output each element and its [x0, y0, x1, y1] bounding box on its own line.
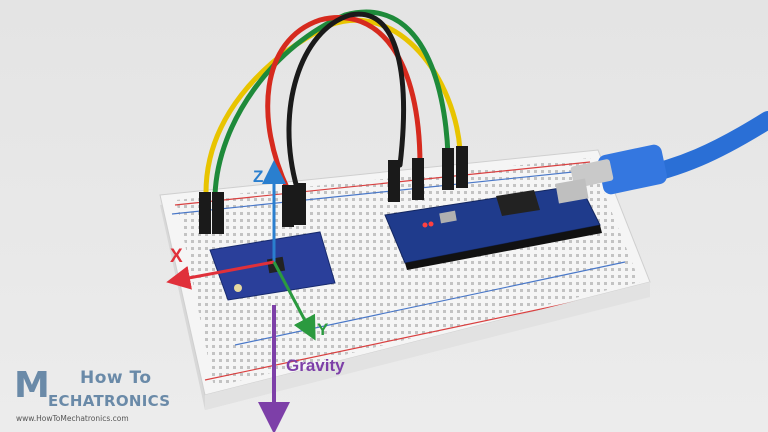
logo-line1: How To [80, 368, 152, 388]
usb-cable [570, 111, 768, 195]
y-axis-arrow [272, 261, 316, 341]
jumper-wires [199, 9, 468, 234]
howtomechatronics-logo: M How To ECHATRONICS www.HowToMechatroni… [10, 366, 170, 426]
z-axis-label: Z [253, 167, 264, 186]
y-axis-label: Y [317, 320, 329, 339]
logo-mark: M [14, 365, 50, 406]
arduino-nano-board [384, 178, 602, 270]
x-axis-label: X [170, 246, 183, 267]
gravity-label: Gravity [286, 356, 345, 375]
logo-url: www.HowToMechatronics.com [16, 414, 129, 423]
logo-line2: ECHATRONICS [48, 392, 171, 410]
x-axis-arrow [166, 260, 275, 290]
